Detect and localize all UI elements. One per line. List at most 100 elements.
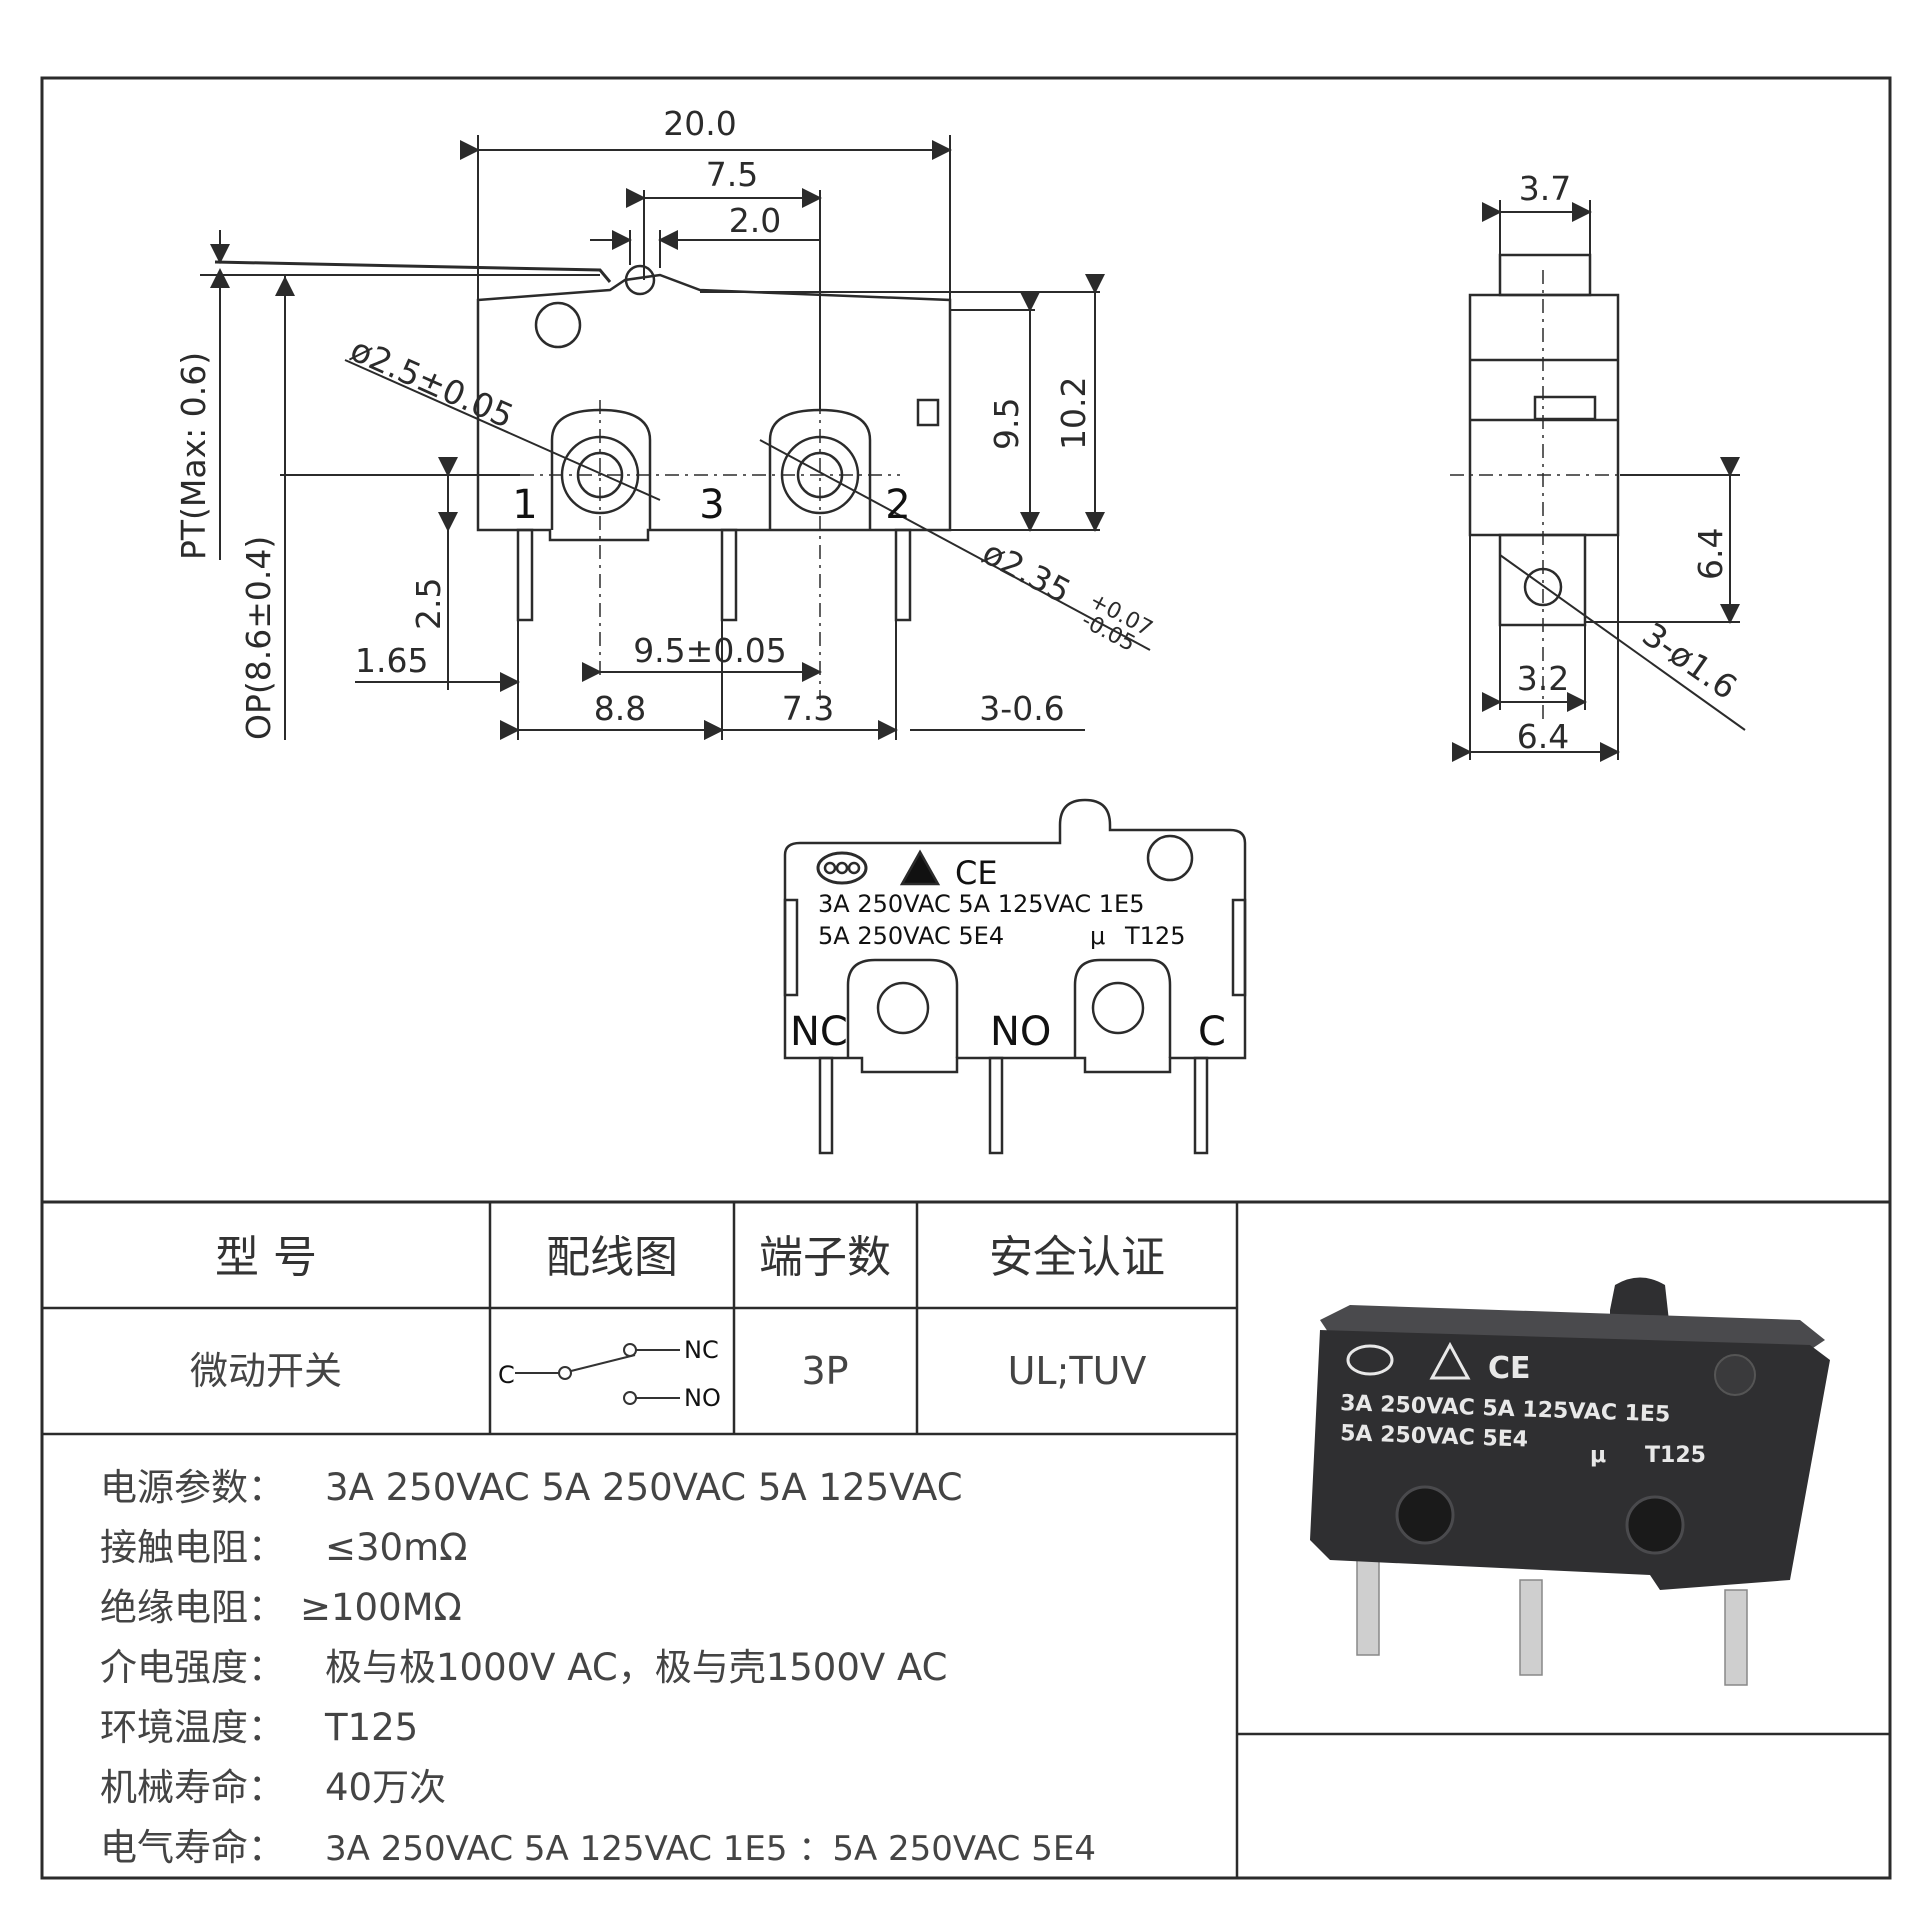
spec-value: 40万次 (325, 1766, 446, 1809)
pin-3 (720, 528, 738, 622)
spec-label: 绝缘电阻： (100, 1586, 285, 1629)
dim-8-8: 8.8 (594, 689, 646, 728)
photo-hole-left (1395, 1485, 1455, 1545)
header-model: 型 号 (215, 1232, 317, 1283)
outer-frame (40, 76, 1892, 1880)
spec-value: T125 (324, 1706, 418, 1749)
cell-cert: UL;TUV (1008, 1349, 1147, 1393)
wiring-no: NO (684, 1384, 721, 1412)
photo-pin-mid (1519, 1579, 1543, 1676)
side-dim-6-4-bottom: 6.4 (1517, 717, 1569, 756)
label-no: NO (990, 1009, 1051, 1055)
photo-small-hole (1714, 1354, 1756, 1396)
dim-2-0: 2.0 (729, 201, 781, 240)
header-certification: 安全认证 (989, 1232, 1165, 1283)
terminal-1-label: 1 (512, 482, 537, 528)
header-terminal-count: 端子数 (759, 1232, 891, 1283)
label-boss-left (846, 958, 959, 1058)
photo-t125: T125 (1645, 1443, 1706, 1468)
pin-1 (516, 528, 534, 622)
photo-hole-right (1625, 1495, 1685, 1555)
dim-hole-upper: ø2.5±0.05 (345, 330, 520, 436)
side-stub (1533, 395, 1597, 421)
ce-mark: CE (955, 854, 998, 892)
product-photo (1310, 1277, 1830, 1686)
label-pin-c (1193, 1056, 1209, 1155)
label-small-hole (1146, 834, 1194, 882)
ccc-logo-icon (816, 851, 868, 885)
leader-hole-lower (759, 439, 1151, 651)
label-hole-left (876, 981, 930, 1035)
label-side-notch-left (783, 898, 799, 997)
label-mu: μ (1090, 922, 1105, 950)
side-dim-pin-hole: 3-ø1.6 (1635, 615, 1744, 708)
leader-hole-upper (344, 359, 661, 501)
side-dim-3-2: 3.2 (1517, 659, 1569, 698)
spec-value: 3A 250VAC 5A 125VAC 1E5 ：5A 250VAC 5E4 (325, 1829, 1096, 1869)
mount-hole-small (534, 301, 582, 349)
photo-triangle-icon (1429, 1341, 1471, 1380)
dim-pt: PT(Max: 0.6) (174, 352, 213, 560)
terminal-2-label: 2 (885, 482, 910, 528)
photo-mu: μ (1590, 1443, 1606, 1468)
label-c: C (1198, 1009, 1226, 1055)
side-dim-6-4-height: 6.4 (1691, 528, 1730, 580)
label-view (783, 798, 1247, 1155)
dim-9-5-pitch: 9.5±0.05 (633, 631, 787, 670)
spec-label: 电气寿命： (100, 1826, 285, 1869)
wiring-c: C (498, 1361, 515, 1389)
pin-2 (894, 528, 912, 622)
terminal-3-label: 3 (699, 482, 724, 528)
wiring-nc: NC (684, 1336, 719, 1364)
dim-9-5: 9.5 (987, 398, 1026, 450)
spec-label: 接触电阻： (100, 1526, 285, 1569)
spec-label: 环境温度： (100, 1706, 285, 1749)
spec-value: ≥100MΩ (300, 1586, 462, 1629)
side-actuator (1498, 253, 1592, 297)
lever (214, 260, 612, 283)
label-rating-line1: 3A 250VAC 5A 125VAC 1E5 (818, 890, 1144, 918)
dim-1-65: 1.65 (355, 641, 428, 680)
spec-list: 电源参数： 3A 250VAC 5A 250VAC 5A 125VAC 接触电阻… (100, 1466, 1096, 1869)
label-nc: NC (790, 1009, 848, 1055)
photo-ce-mark: CE (1488, 1351, 1531, 1386)
spec-table-grid (42, 1202, 1890, 1878)
spec-value: 3A 250VAC 5A 250VAC 5A 125VAC (325, 1466, 963, 1509)
lever-roller (624, 264, 656, 296)
spec-label: 机械寿命： (100, 1766, 285, 1809)
front-view (200, 135, 1151, 740)
label-t125: T125 (1124, 922, 1185, 950)
side-dim-3-7: 3.7 (1519, 169, 1571, 208)
wiring-diagram (515, 1343, 680, 1405)
label-pin-nc (818, 1056, 834, 1155)
spec-label: 电源参数： (100, 1466, 285, 1509)
header-wiring: 配线图 (546, 1232, 678, 1283)
dim-2-5: 2.5 (409, 578, 448, 630)
triangle-mark-icon (899, 849, 941, 886)
spec-value: ≤30mΩ (325, 1526, 467, 1569)
spec-label: 介电强度： (100, 1646, 285, 1689)
dim-7-3: 7.3 (782, 689, 834, 728)
label-pin-no (988, 1056, 1004, 1155)
dim-20-0: 20.0 (663, 104, 736, 143)
dim-hole-lower: ø2.35 (976, 533, 1077, 611)
label-rating-line2: 5A 250VAC 5E4 (818, 922, 1004, 950)
side-view (1450, 200, 1746, 762)
dim-op: OP(8.6±0.4) (239, 536, 278, 740)
photo-pin-left (1356, 1559, 1380, 1656)
dim-7-5: 7.5 (706, 155, 758, 194)
side-notch (916, 398, 940, 427)
dim-10-2: 10.2 (1054, 377, 1093, 450)
cell-terminals: 3P (801, 1349, 848, 1393)
spec-value: 极与极1000V AC，极与壳1500V AC (325, 1646, 947, 1689)
cell-model: 微动开关 (190, 1349, 342, 1393)
dim-3-0-6: 3-0.6 (979, 689, 1064, 728)
label-hole-right (1091, 981, 1145, 1035)
photo-ccc-logo-icon (1346, 1344, 1394, 1376)
photo-pin-right (1724, 1589, 1748, 1686)
photo-top-face (1320, 1305, 1825, 1350)
label-body-outline (783, 798, 1247, 1074)
label-side-notch-right (1231, 898, 1247, 997)
label-boss-right (1073, 958, 1172, 1058)
